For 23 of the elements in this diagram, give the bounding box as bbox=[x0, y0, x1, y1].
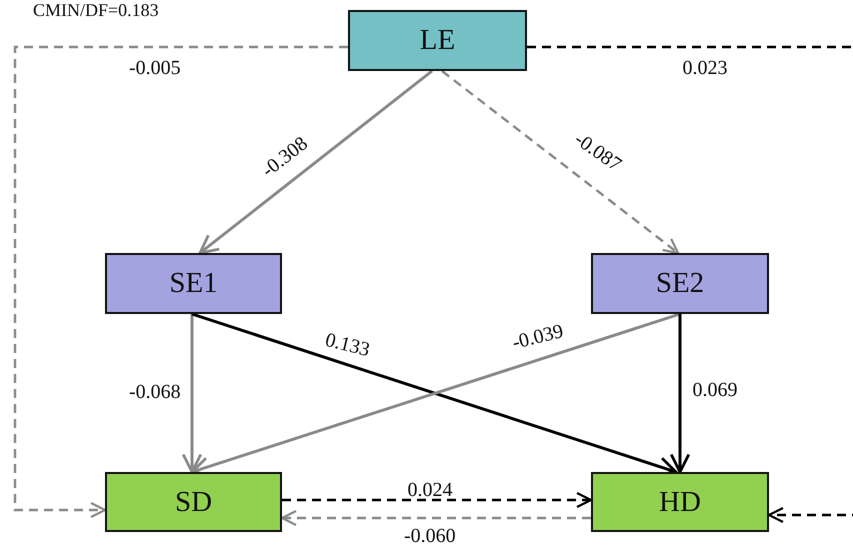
edge-label: -0.087 bbox=[570, 129, 625, 175]
fit-statistic-note: CMIN/DF=0.183 bbox=[33, 1, 159, 19]
variable-box: SD bbox=[105, 472, 282, 532]
edge-label: -0.068 bbox=[129, 382, 181, 402]
variable-box: HD bbox=[591, 472, 769, 532]
edge-label: 0.023 bbox=[682, 58, 728, 78]
path-arrow bbox=[441, 70, 680, 254]
path-arrow bbox=[527, 46, 853, 524]
variable-box: SE1 bbox=[105, 253, 282, 314]
path-arrow bbox=[670, 314, 690, 474]
edge-label: 0.024 bbox=[408, 480, 452, 500]
edge-label: 0.133 bbox=[322, 330, 372, 360]
edge-label: -0.060 bbox=[404, 526, 456, 546]
edge-label: -0.005 bbox=[129, 58, 181, 78]
path-arrow bbox=[14, 46, 348, 518]
path-arrow bbox=[198, 70, 433, 254]
path-arrow bbox=[182, 314, 202, 474]
variable-box: LE bbox=[348, 10, 527, 71]
edge-label: -0.039 bbox=[510, 321, 566, 353]
path-arrow bbox=[280, 510, 591, 526]
variable-box: SE2 bbox=[591, 253, 769, 314]
edge-label: 0.069 bbox=[692, 380, 738, 400]
path-arrow bbox=[282, 492, 592, 508]
